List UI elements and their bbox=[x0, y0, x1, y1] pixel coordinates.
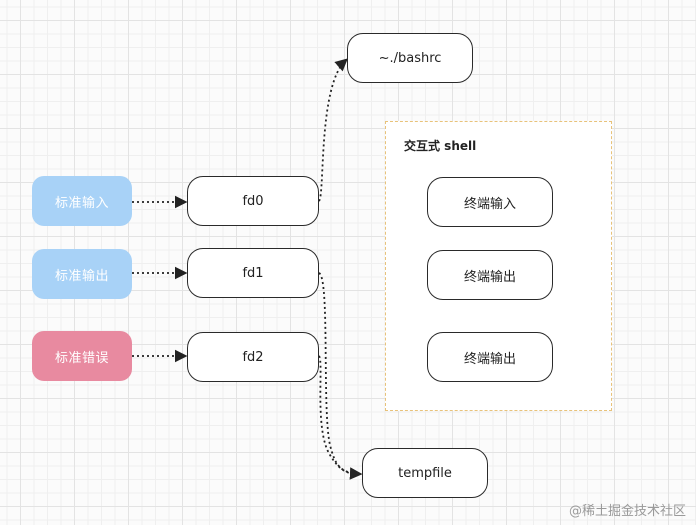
interactive-shell-title: 交互式 shell bbox=[404, 139, 477, 153]
terminal-input-node: 终端输入 bbox=[427, 177, 553, 227]
stdout-label: 标准输出 bbox=[54, 268, 109, 284]
arrow-fd0-to-bashrc bbox=[318, 58, 348, 202]
watermark-text: @稀土掘金技术社区 bbox=[568, 504, 686, 519]
terminal-output-label: 终端输出 bbox=[463, 269, 516, 285]
terminal-output-node: 终端输出 bbox=[427, 250, 553, 300]
fd1-node: fd1 bbox=[187, 248, 319, 298]
fd2-node: fd2 bbox=[187, 332, 319, 382]
stdin-label: 标准输入 bbox=[54, 195, 109, 211]
fd0-label: fd0 bbox=[242, 193, 264, 209]
terminal-input-label: 终端输入 bbox=[463, 196, 516, 212]
fd1-label: fd1 bbox=[242, 265, 264, 281]
terminal-output-node-2: 终端输出 bbox=[427, 332, 553, 382]
bashrc-label: ~./bashrc bbox=[378, 50, 442, 66]
stdout-node: 标准输出 bbox=[32, 249, 132, 299]
fd0-node: fd0 bbox=[187, 176, 319, 226]
terminal-output-label-2: 终端输出 bbox=[463, 351, 516, 367]
stdin-node: 标准输入 bbox=[32, 176, 132, 226]
tempfile-node: tempfile bbox=[362, 448, 488, 498]
stderr-node: 标准错误 bbox=[32, 331, 132, 381]
tempfile-label: tempfile bbox=[398, 465, 452, 481]
stderr-label: 标准错误 bbox=[54, 350, 109, 366]
arrow-fd1-to-tempfile bbox=[318, 272, 363, 480]
arrow-fd2-to-tempfile bbox=[318, 355, 361, 476]
fd2-label: fd2 bbox=[242, 349, 264, 365]
bashrc-node: ~./bashrc bbox=[347, 33, 473, 83]
